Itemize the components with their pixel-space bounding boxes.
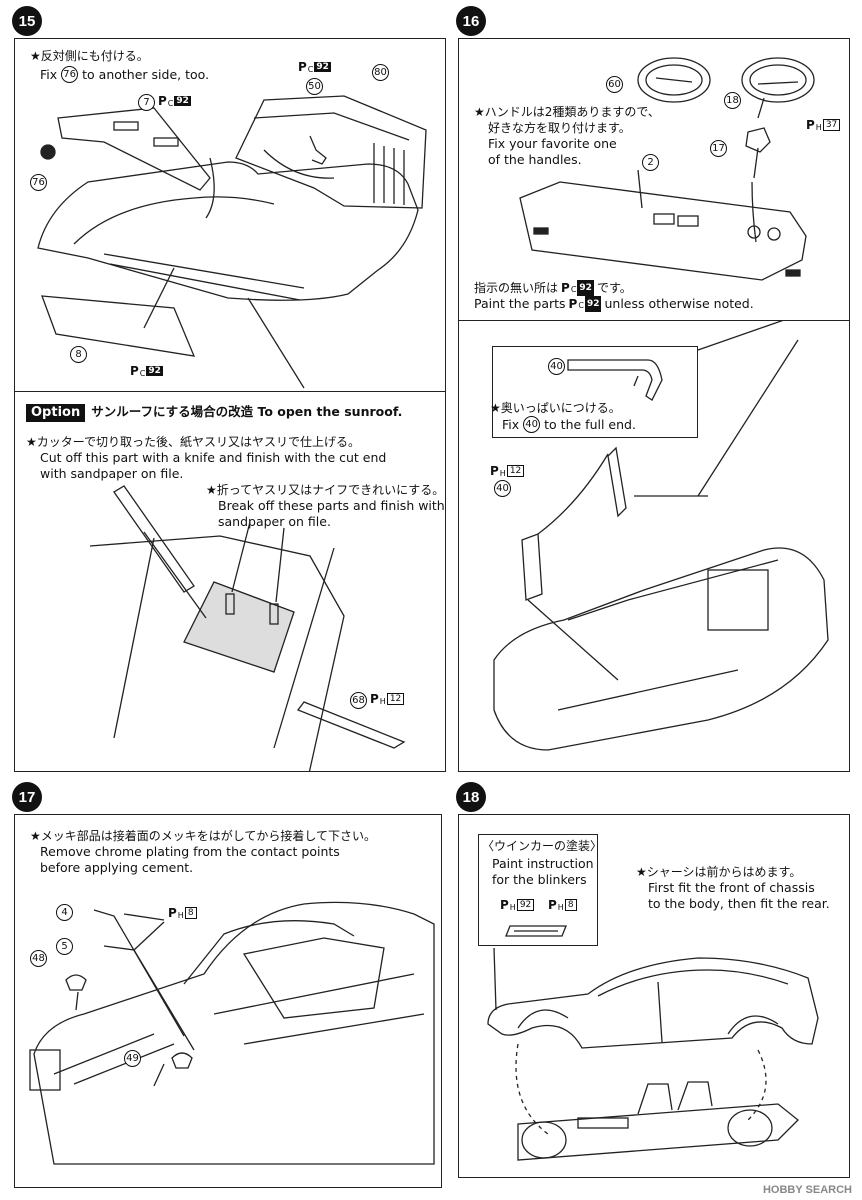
- part-68-label: 68: [350, 692, 367, 709]
- part-18-label: 18: [724, 92, 741, 109]
- step-15-illustration: [37, 95, 427, 389]
- option-note1-jp: ★カッターで切り取った後、紙ヤスリ又はヤスリで仕上げる。: [26, 435, 361, 449]
- part-40-detail-label: 40: [548, 358, 565, 375]
- step-18-note-en-2: to the body, then fit the rear.: [648, 896, 830, 911]
- option-sunroof-panel: [14, 392, 446, 772]
- option-title-en: To open the sunroof.: [257, 404, 403, 419]
- blinker-title-en-2: for the blinkers: [492, 872, 587, 887]
- step-16-badge: 16: [456, 6, 486, 36]
- step-18-note-en-1: First fit the front of chassis: [648, 880, 815, 895]
- step-17-panel: [14, 814, 442, 1188]
- hobby-search-watermark: HOBBY SEARCH: [762, 1184, 852, 1196]
- option-note1-en-1: Cut off this part with a knife and finis…: [40, 450, 387, 465]
- part-17-label: 17: [710, 140, 727, 157]
- step-15-panel: [14, 38, 446, 392]
- blinker-title-jp: 〈ウインカーの塗装〉: [482, 839, 603, 853]
- part-number: 76: [61, 66, 79, 83]
- part-48-label: 48: [30, 950, 47, 967]
- part-8-label: 8: [70, 346, 87, 363]
- option-sunroof-illustration: [89, 485, 406, 772]
- step-18-note-jp: ★シャーシは前からはめます。: [636, 865, 802, 879]
- option-note2-en-1: Break off these parts and finish with: [218, 498, 445, 513]
- part-number: 40: [523, 416, 541, 433]
- blinker-title-en-1: Paint instruction: [492, 856, 594, 871]
- step-16-note-en-2: of the handles.: [488, 152, 582, 167]
- option-note2-jp: ★折ってヤスリ又はナイフできれいにする。: [206, 483, 445, 497]
- step-16-detail-jp: ★奥いっぱいにつける。: [490, 401, 621, 415]
- part-2-label: 2: [642, 154, 659, 171]
- step-18-badge: 18: [456, 782, 486, 812]
- step-16-note-jp-2: 好きな方を取り付けます。: [488, 121, 631, 135]
- option-title: Option サンルーフにする場合の改造 To open the sunroof.: [26, 404, 402, 422]
- step-16-lower-illustration: [493, 320, 829, 751]
- option-tag: Option: [26, 404, 86, 422]
- step-15-note-jp: ★反対側にも付ける。: [30, 49, 149, 63]
- step-16-note-jp-1: ★ハンドルは2種類ありますので、: [474, 105, 660, 119]
- step-17-note-en-1: Remove chrome plating from the contact p…: [40, 844, 340, 859]
- step-15-note-en-pre: Fix: [40, 66, 58, 82]
- step-15-note-en: Fix 76 to another side, too.: [40, 66, 209, 83]
- step-15-note-en-post: to another side, too.: [82, 66, 210, 82]
- option-title-jp: サンルーフにする場合の改造: [91, 404, 254, 419]
- option-note1-en-2: with sandpaper on file.: [40, 466, 184, 481]
- step-16-divider: [458, 320, 850, 321]
- step-17-note-jp: ★メッキ部品は接着面のメッキをはがしてから接着して下さい。: [30, 829, 377, 843]
- step-16-detail-en: Fix 40 to the full end.: [502, 416, 636, 433]
- part-49-label: 49: [124, 1050, 141, 1067]
- step-17-note-en-2: before applying cement.: [40, 860, 194, 875]
- step-17-illustration: [29, 901, 435, 1165]
- part-76-label: 76: [30, 174, 47, 191]
- blinker-paint-box: [478, 834, 598, 946]
- step-15-badge: 15: [12, 6, 42, 36]
- part-40-label: 40: [494, 480, 511, 497]
- part-50-label: 50: [306, 78, 323, 95]
- part-4-label: 4: [56, 904, 73, 921]
- step-16-upper-illustration: [519, 57, 815, 281]
- step-16-note-en-1: Fix your favorite one: [488, 136, 617, 151]
- part-80-label: 80: [372, 64, 389, 81]
- option-note2-en-2: sandpaper on file.: [218, 514, 331, 529]
- part-60-label: 60: [606, 76, 623, 93]
- part-7-label: 7: [138, 94, 155, 111]
- step-17-badge: 17: [12, 782, 42, 812]
- part-5-label: 5: [56, 938, 73, 955]
- step-18-illustration: [487, 925, 819, 1161]
